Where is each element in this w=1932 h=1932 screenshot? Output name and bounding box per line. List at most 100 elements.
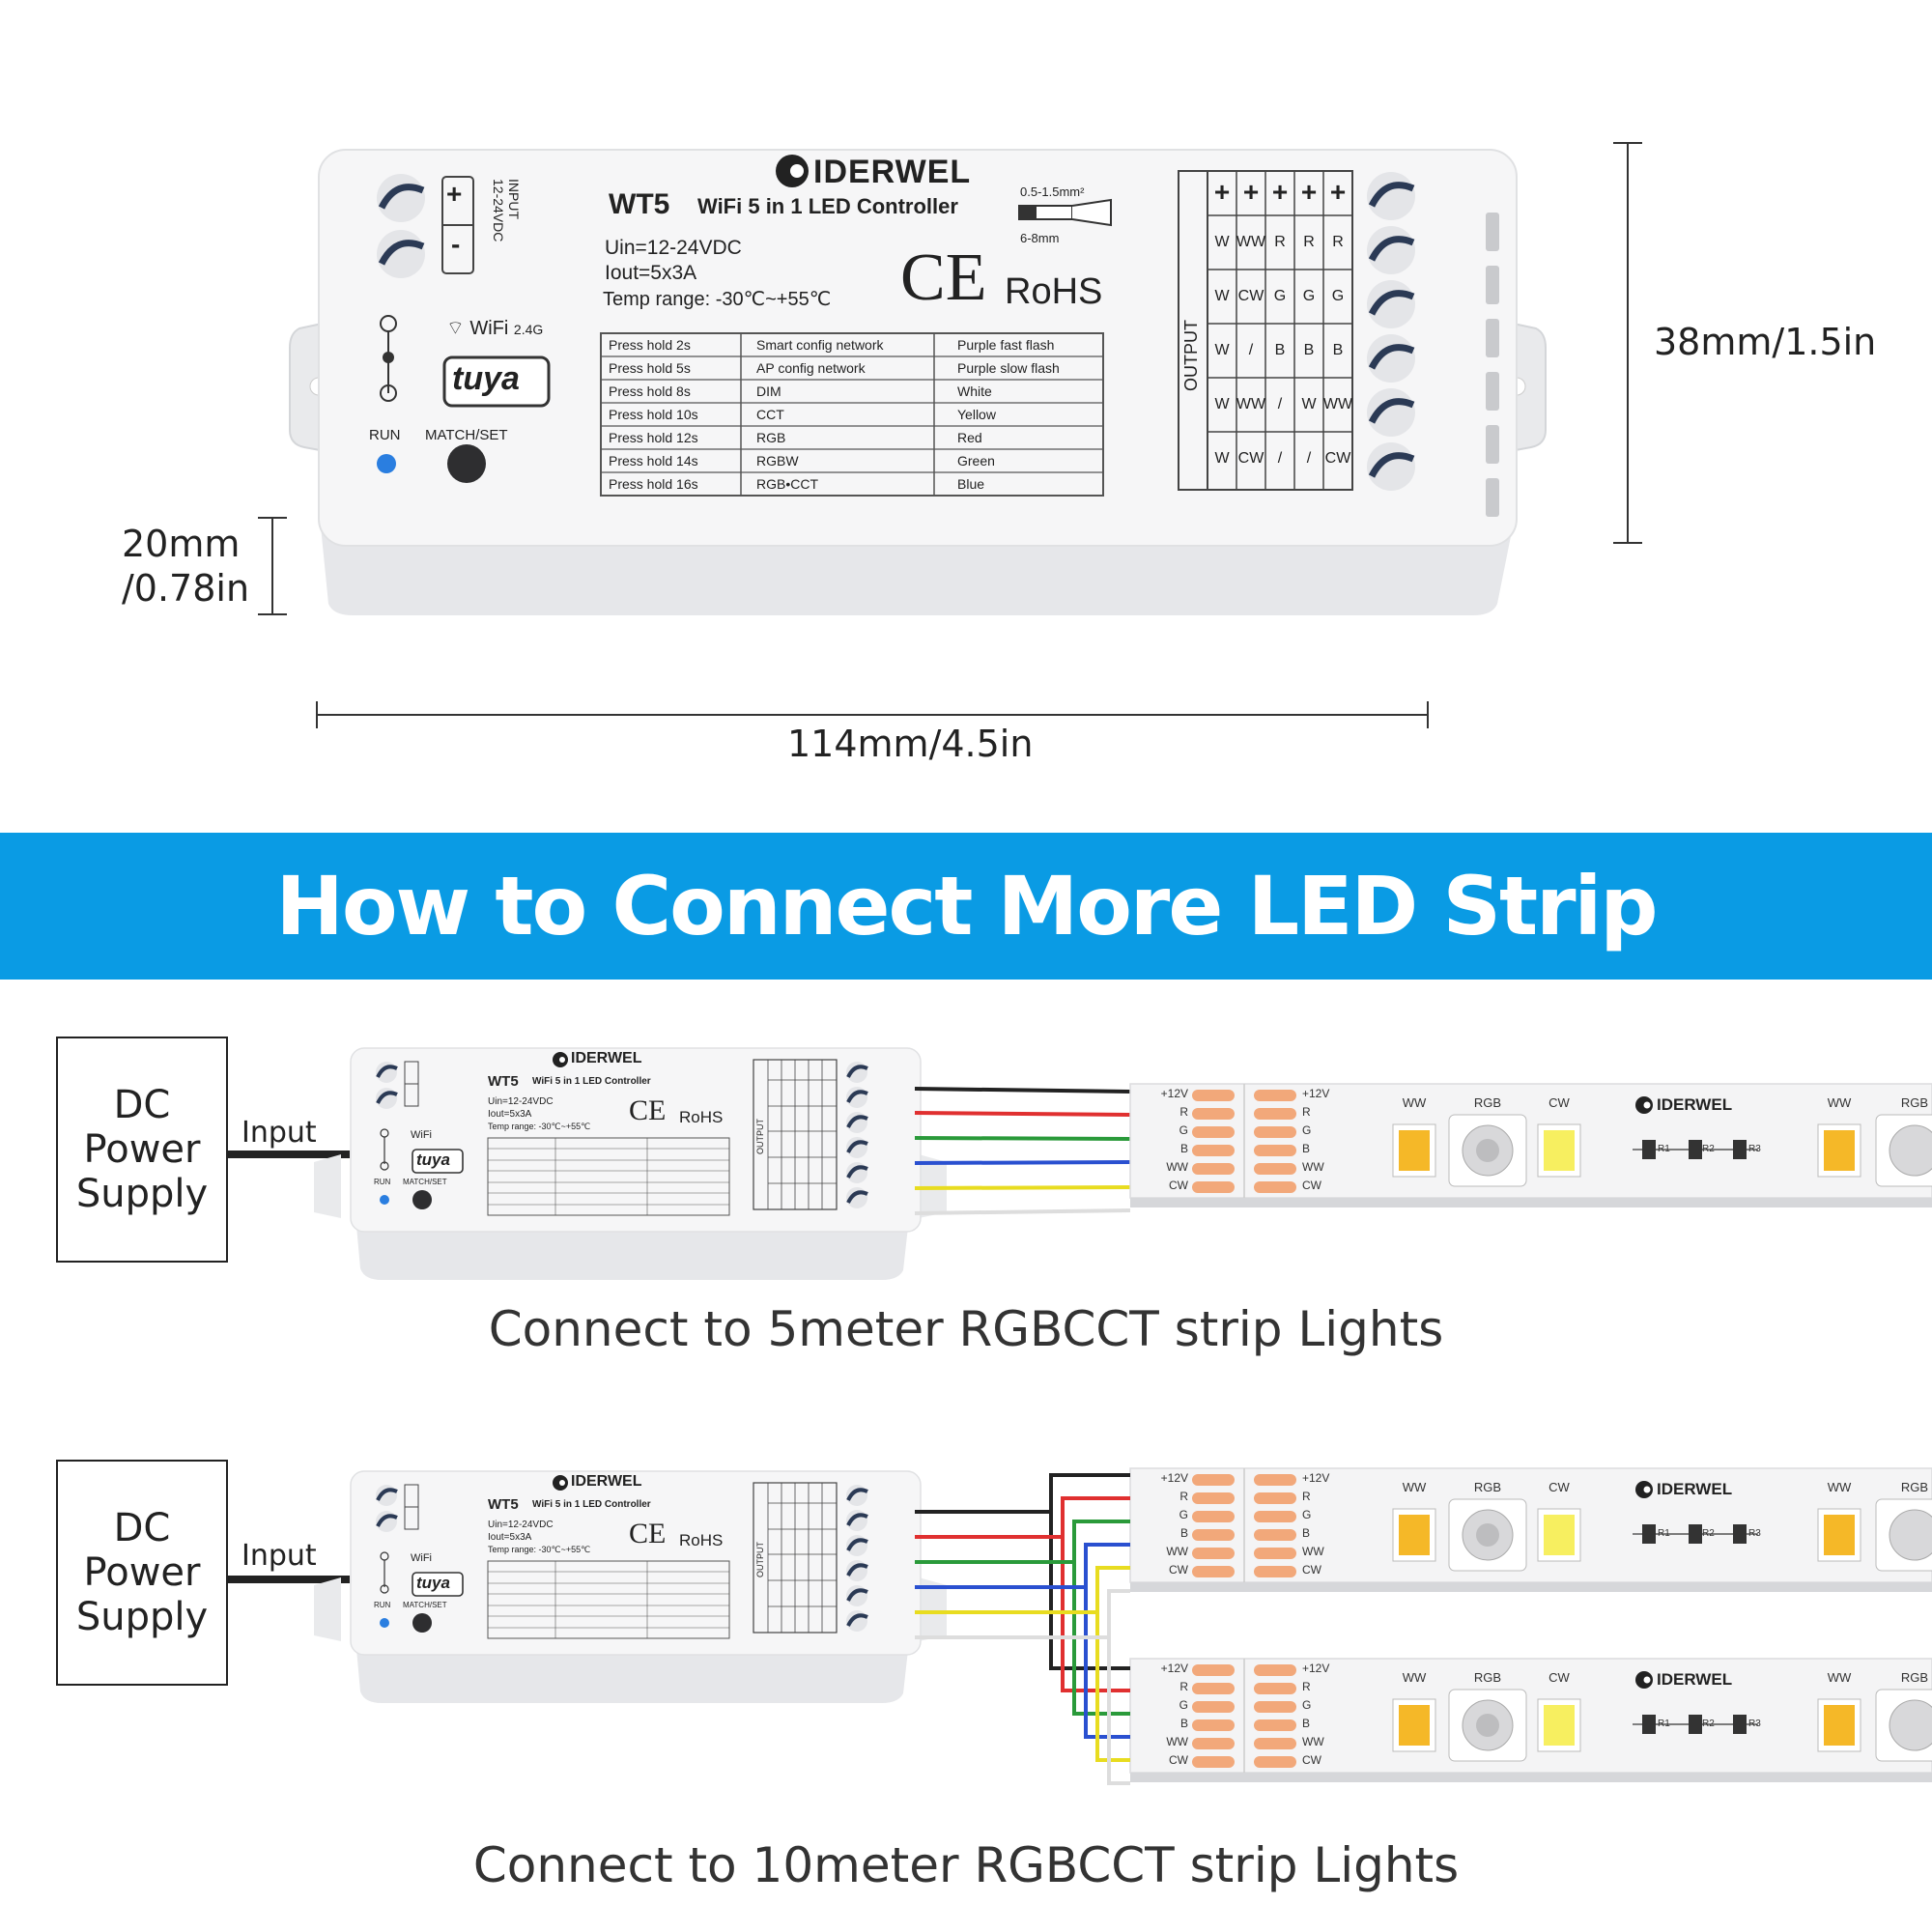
wifi-label: ⌔ WiFi 2.4G (446, 318, 544, 339)
dim-length: 114mm/4.5in (787, 723, 1034, 765)
strip-brand: IDERWEL (1657, 1095, 1733, 1114)
strip-led-label: RGB (1900, 1670, 1929, 1685)
strip-led-label: RGB (1473, 1670, 1502, 1685)
input-plus: + (446, 179, 463, 209)
strip-pad-label: R (1302, 1490, 1311, 1503)
strip-pad-label: CW (1169, 1179, 1188, 1192)
dimension-lines (258, 142, 1642, 728)
strip-pad-label: +12V (1302, 1471, 1330, 1485)
strip-pad-label: G (1302, 1508, 1312, 1521)
mini-uin: Uin=12-24VDC (488, 1096, 554, 1107)
mini-brand: IDERWEL (571, 1050, 642, 1066)
mini-tuya: tuya (416, 1151, 450, 1169)
strip-pad-label: B (1302, 1717, 1311, 1730)
power-supply-label: DC Power Supply (75, 1083, 209, 1216)
wire-spec: 0.5-1.5mm² (1020, 185, 1085, 199)
strip-pad-label: G (1302, 1123, 1312, 1137)
strip-led-label: RGB (1473, 1480, 1502, 1494)
output-col: R G B / / (1273, 234, 1287, 467)
mini-tuya: tuya (416, 1574, 450, 1592)
strip-pad-label: CW (1302, 1179, 1321, 1192)
tuya-logo: tuya (452, 360, 520, 397)
mini-iout: Iout=5x3A (488, 1532, 532, 1543)
strip-pad-label: G (1179, 1508, 1188, 1521)
strip-resistor-label: R2 (1702, 1528, 1715, 1539)
strip-resistor-label: R1 (1658, 1528, 1670, 1539)
input-label-1: Input (242, 1116, 317, 1150)
strip-resistor-label: R3 (1748, 1719, 1761, 1729)
mini-rohs: RoHS (679, 1108, 724, 1126)
strip-pad-label: R (1302, 1680, 1311, 1693)
strip-led-label: WW (1827, 1670, 1852, 1685)
mini-uin: Uin=12-24VDC (488, 1520, 554, 1530)
mini-wifi: WiFi (411, 1552, 432, 1564)
strip-pad-label: CW (1169, 1753, 1188, 1767)
strip-pad-label: B (1179, 1717, 1188, 1730)
strip-led-label: WW (1827, 1095, 1852, 1110)
mini-match: MATCH/SET (403, 1601, 447, 1609)
mini-model: WT5 (488, 1073, 519, 1090)
mini-controller-2-labels: IDERWEL WT5 WiFi 5 in 1 LED Controller U… (353, 1471, 923, 1655)
strip-pad-label: B (1179, 1526, 1188, 1540)
mini-match: MATCH/SET (403, 1178, 447, 1186)
strip-length: 6-8mm (1020, 231, 1060, 245)
strip-pad-label: CW (1302, 1563, 1321, 1577)
strip-pad-label: WW (1302, 1545, 1324, 1558)
mini-run: RUN (374, 1178, 391, 1186)
strip-brand: IDERWEL (1657, 1480, 1733, 1498)
strip-pad-label: +12V (1302, 1662, 1330, 1675)
strip-pad-label: B (1302, 1142, 1311, 1155)
strip-led-label: CW (1548, 1095, 1570, 1110)
strip-pad-label: +12V (1160, 1662, 1188, 1675)
strip-pad-label: CW (1302, 1753, 1321, 1767)
strip-pad-label: R (1302, 1105, 1311, 1119)
mini-temp: Temp range: -30℃~+55℃ (488, 1122, 591, 1131)
brand-logo: IDERWEL (813, 154, 972, 190)
strip-pad-label: WW (1166, 1160, 1188, 1174)
mini-ce: CE (629, 1518, 667, 1549)
strip-pad-label: R (1179, 1105, 1188, 1119)
strip-resistor-label: R3 (1748, 1528, 1761, 1539)
strip-pad-label: G (1179, 1698, 1188, 1712)
caption-10meter: Connect to 10meter RGBCCT strip Lights (472, 1837, 1460, 1893)
strip-led-label: WW (1827, 1480, 1852, 1494)
strip-pad-label: CW (1169, 1563, 1188, 1577)
mini-output: OUTPUT (755, 1119, 765, 1154)
strip-pad-label: B (1302, 1526, 1311, 1540)
strip-pad-label: G (1179, 1123, 1188, 1137)
mini-iout: Iout=5x3A (488, 1109, 532, 1120)
strip-resistor-label: R3 (1748, 1144, 1761, 1154)
mini-rohs: RoHS (679, 1531, 724, 1549)
run-led (377, 454, 396, 473)
output-col: WW CW / WW CW (1236, 234, 1266, 467)
strip-led-label: WW (1402, 1095, 1427, 1110)
strip-led-label: WW (1402, 1670, 1427, 1685)
strip-pad-label: WW (1166, 1735, 1188, 1748)
strip-pad-label: R (1179, 1490, 1188, 1503)
mini-wifi: WiFi (411, 1129, 432, 1141)
strip-resistor-label: R1 (1658, 1719, 1670, 1729)
strip-led-label: CW (1548, 1480, 1570, 1494)
mini-output: OUTPUT (755, 1542, 765, 1577)
caption-5meter: Connect to 5meter RGBCCT strip Lights (488, 1301, 1444, 1357)
mini-controller-1-labels: IDERWEL WT5 WiFi 5 in 1 LED Controller U… (353, 1048, 923, 1232)
dim-depth: 20mm /0.78in (122, 523, 250, 610)
mini-temp: Temp range: -30℃~+55℃ (488, 1545, 591, 1554)
output-terminal-screws (1367, 172, 1415, 491)
match-set-button (447, 444, 486, 483)
input-terminal-screws (377, 174, 425, 278)
output-col: R G B WW CW (1322, 234, 1353, 467)
model-subtitle: WiFi 5 in 1 LED Controller (697, 194, 958, 218)
mini-subtitle: WiFi 5 in 1 LED Controller (532, 1076, 651, 1087)
power-supply-box-1: DC Power Supply (56, 1037, 228, 1263)
mini-brand: IDERWEL (571, 1473, 642, 1490)
strip-pad-label: WW (1302, 1160, 1324, 1174)
controller-body (289, 149, 1547, 615)
rohs-mark: RoHS (1005, 271, 1103, 312)
